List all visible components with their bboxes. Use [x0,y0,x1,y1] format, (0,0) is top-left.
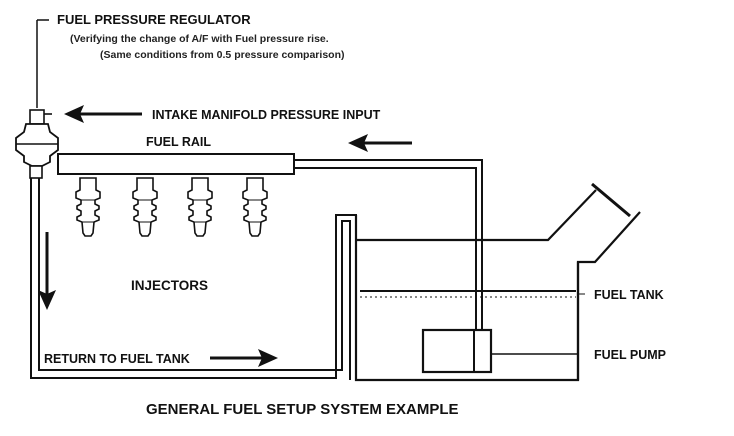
fuel-rail [57,153,295,175]
fuel-pump [421,328,578,374]
supply-flow-arrow [348,134,412,152]
injector-1 [75,177,101,237]
injector-4 [242,177,268,237]
injector-2 [132,177,158,237]
fuel-pressure-regulator [15,109,59,179]
diagram-title: GENERAL FUEL SETUP SYSTEM EXAMPLE [146,401,459,418]
regulator-note-2: (Same conditions from 0.5 pressure compa… [100,49,344,61]
return-label: RETURN TO FUEL TANK [44,352,190,366]
fuel-tank [354,182,641,382]
intake-arrow [64,105,142,123]
fuel-rail-label: FUEL RAIL [146,135,211,149]
regulator-leader-line [36,19,49,108]
injectors-label: INJECTORS [131,278,208,293]
return-right-arrow [210,349,278,367]
regulator-label: FUEL PRESSURE REGULATOR [57,12,251,27]
fuel-supply-line [294,159,483,330]
pump-label: FUEL PUMP [594,348,666,362]
injector-3 [187,177,213,237]
return-down-arrow [38,232,56,310]
intake-label: INTAKE MANIFOLD PRESSURE INPUT [152,108,381,122]
tank-label: FUEL TANK [594,288,664,302]
regulator-note-1: (Verifying the change of A/F with Fuel p… [70,33,329,45]
